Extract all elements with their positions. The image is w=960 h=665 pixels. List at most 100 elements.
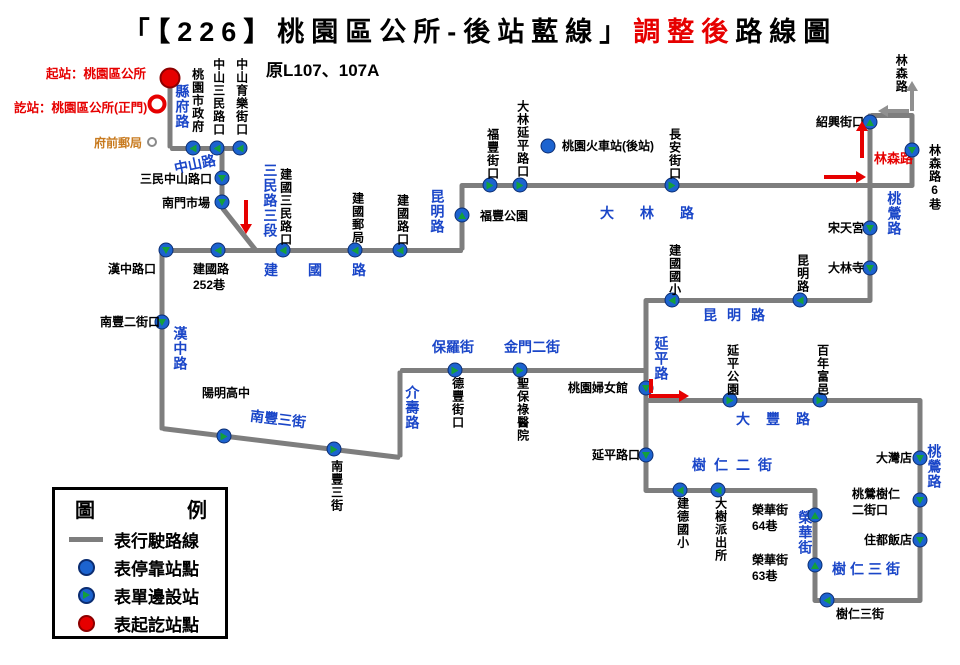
bus-stop: [710, 482, 726, 498]
road-label: 介壽路: [404, 385, 421, 430]
bus-stop: [326, 441, 342, 457]
stop-label: 長安街口: [667, 128, 682, 180]
bus-stop: [158, 242, 174, 258]
route-line: [813, 597, 922, 603]
oneside-direction-arrow-icon: [218, 174, 226, 182]
stop-label: 建國國小: [667, 244, 682, 296]
road-label: 昆明路: [429, 189, 446, 234]
bus-stop: [722, 392, 738, 408]
bus-stop: [862, 260, 878, 276]
route-line: [170, 145, 246, 151]
end-terminal-label: 訖站：桃園區公所(正門): [14, 101, 148, 115]
oneside-direction-arrow-icon: [916, 536, 924, 544]
oneside-direction-arrow-icon: [162, 246, 170, 254]
stop-label: 桃園婦女館: [568, 381, 629, 395]
oneside-direction-arrow-icon: [714, 486, 722, 494]
oneside-direction-arrow-icon: [796, 296, 804, 304]
route-line: [162, 247, 463, 253]
stop-label: 中山三民路口: [211, 58, 226, 136]
oneside-direction-arrow-icon: [816, 396, 824, 404]
oneside-direction-arrow-icon: [811, 511, 819, 519]
bus-stop: [512, 177, 528, 193]
subtitle-former-routes: 原L107、107A: [266, 61, 380, 80]
title-main: 「【226】桃園區公所-後站藍線」: [122, 17, 634, 47]
legend-item: 表停靠站點: [67, 553, 225, 581]
stop-label: 昆明路: [795, 254, 810, 293]
bus-stop: [638, 447, 654, 463]
oneside-direction-arrow-icon: [668, 296, 676, 304]
bus-stop: [862, 114, 878, 130]
stop-label: 林森路6巷: [927, 144, 942, 211]
bus-stop: [664, 292, 680, 308]
stop-label: 陽明高中: [202, 386, 251, 400]
road-label: 縣府路: [174, 84, 191, 129]
route-line: [161, 425, 401, 460]
oneside-direction-arrow-icon: [396, 246, 404, 254]
stop-label: 住都飯店: [864, 533, 913, 547]
bus-stop: [812, 392, 828, 408]
road-label: 金門二街: [504, 339, 560, 355]
route-line: [644, 297, 872, 303]
stop-label: 樹仁三街: [836, 607, 885, 621]
stop-label: 建國三民路口: [278, 168, 293, 246]
stop-label: 德豐街口: [450, 377, 465, 429]
stop-label: 建國郵局: [350, 192, 365, 244]
bus-stop: [347, 242, 363, 258]
route-line: [167, 78, 173, 148]
bus-stop: [214, 170, 230, 186]
bus-stop: [232, 140, 248, 156]
bus-stop: [154, 314, 170, 330]
stop-label: 紹興街口: [816, 115, 865, 129]
bus-stop: [912, 532, 928, 548]
road-label: 昆明路: [703, 307, 775, 323]
road-label: 桃鶯路: [926, 444, 943, 489]
stop-label: 桃鶯樹仁 二街口: [852, 487, 901, 517]
oneside-direction-arrow-icon: [213, 144, 221, 152]
legend-item-label: 表行駛路線: [114, 531, 199, 551]
landmark-label: 府前郵局: [94, 136, 143, 150]
stop-icon: [67, 558, 105, 576]
road-label: 漢中路: [172, 326, 189, 371]
bus-stop: [216, 428, 232, 444]
oneside-direction-arrow-icon: [676, 486, 684, 494]
oneside-direction-arrow-icon: [516, 181, 524, 189]
stop-label: 延平公園: [725, 344, 740, 396]
oneside-direction-arrow-icon: [823, 596, 831, 604]
legend-box: 圖 例 表行駛路線 表停靠站點 表單邊設站 表起訖站點: [52, 487, 228, 639]
bus-stop: [512, 362, 528, 378]
road-label: 延平路: [653, 336, 670, 381]
bus-stop: [482, 177, 498, 193]
route-line: [644, 487, 817, 493]
road-label: 林森路: [894, 54, 909, 93]
terminal-icon: [67, 614, 105, 632]
legend-item: 表起訖站點: [67, 609, 225, 637]
stop-label: 大林延平路口: [515, 100, 530, 178]
stop-label: 百年富邑: [815, 344, 830, 396]
bus-stop: [904, 142, 920, 158]
oneside-direction-arrow-icon: [189, 144, 197, 152]
stop-label: 聖保祿醫院: [515, 377, 530, 442]
oneside-direction-arrow-icon: [236, 144, 244, 152]
stop-label: 中山育樂街口: [234, 58, 249, 136]
oneside-direction-arrow-icon: [214, 246, 222, 254]
oneside-direction-arrow-icon: [218, 198, 226, 206]
stop-label: 福豐公園: [480, 209, 529, 223]
road-label: 桃鶯路: [886, 191, 903, 236]
landmark-marker: [147, 137, 157, 147]
stop-label: 榮華街 63巷: [752, 553, 789, 583]
end-terminal-marker: [147, 94, 167, 114]
route-line-icon: [67, 536, 105, 542]
oneside-direction-arrow-icon: [726, 396, 734, 404]
stop-label: 榮華街 64巷: [752, 503, 789, 533]
oneside-direction-arrow-icon: [668, 181, 676, 189]
page-title: 「【226】桃園區公所-後站藍線」調整後路線圖: [0, 10, 960, 49]
start-terminal-label: 起站：桃園區公所: [46, 67, 147, 81]
legend-title-left: 圖: [75, 500, 95, 522]
oneside-direction-arrow-icon: [451, 366, 459, 374]
bus-stop: [807, 507, 823, 523]
bus-stop: [447, 362, 463, 378]
stop-label: 建國路口: [395, 194, 410, 246]
road-label: 南豐三街: [249, 407, 307, 431]
legend-item-label: 表停靠站點: [114, 559, 199, 579]
